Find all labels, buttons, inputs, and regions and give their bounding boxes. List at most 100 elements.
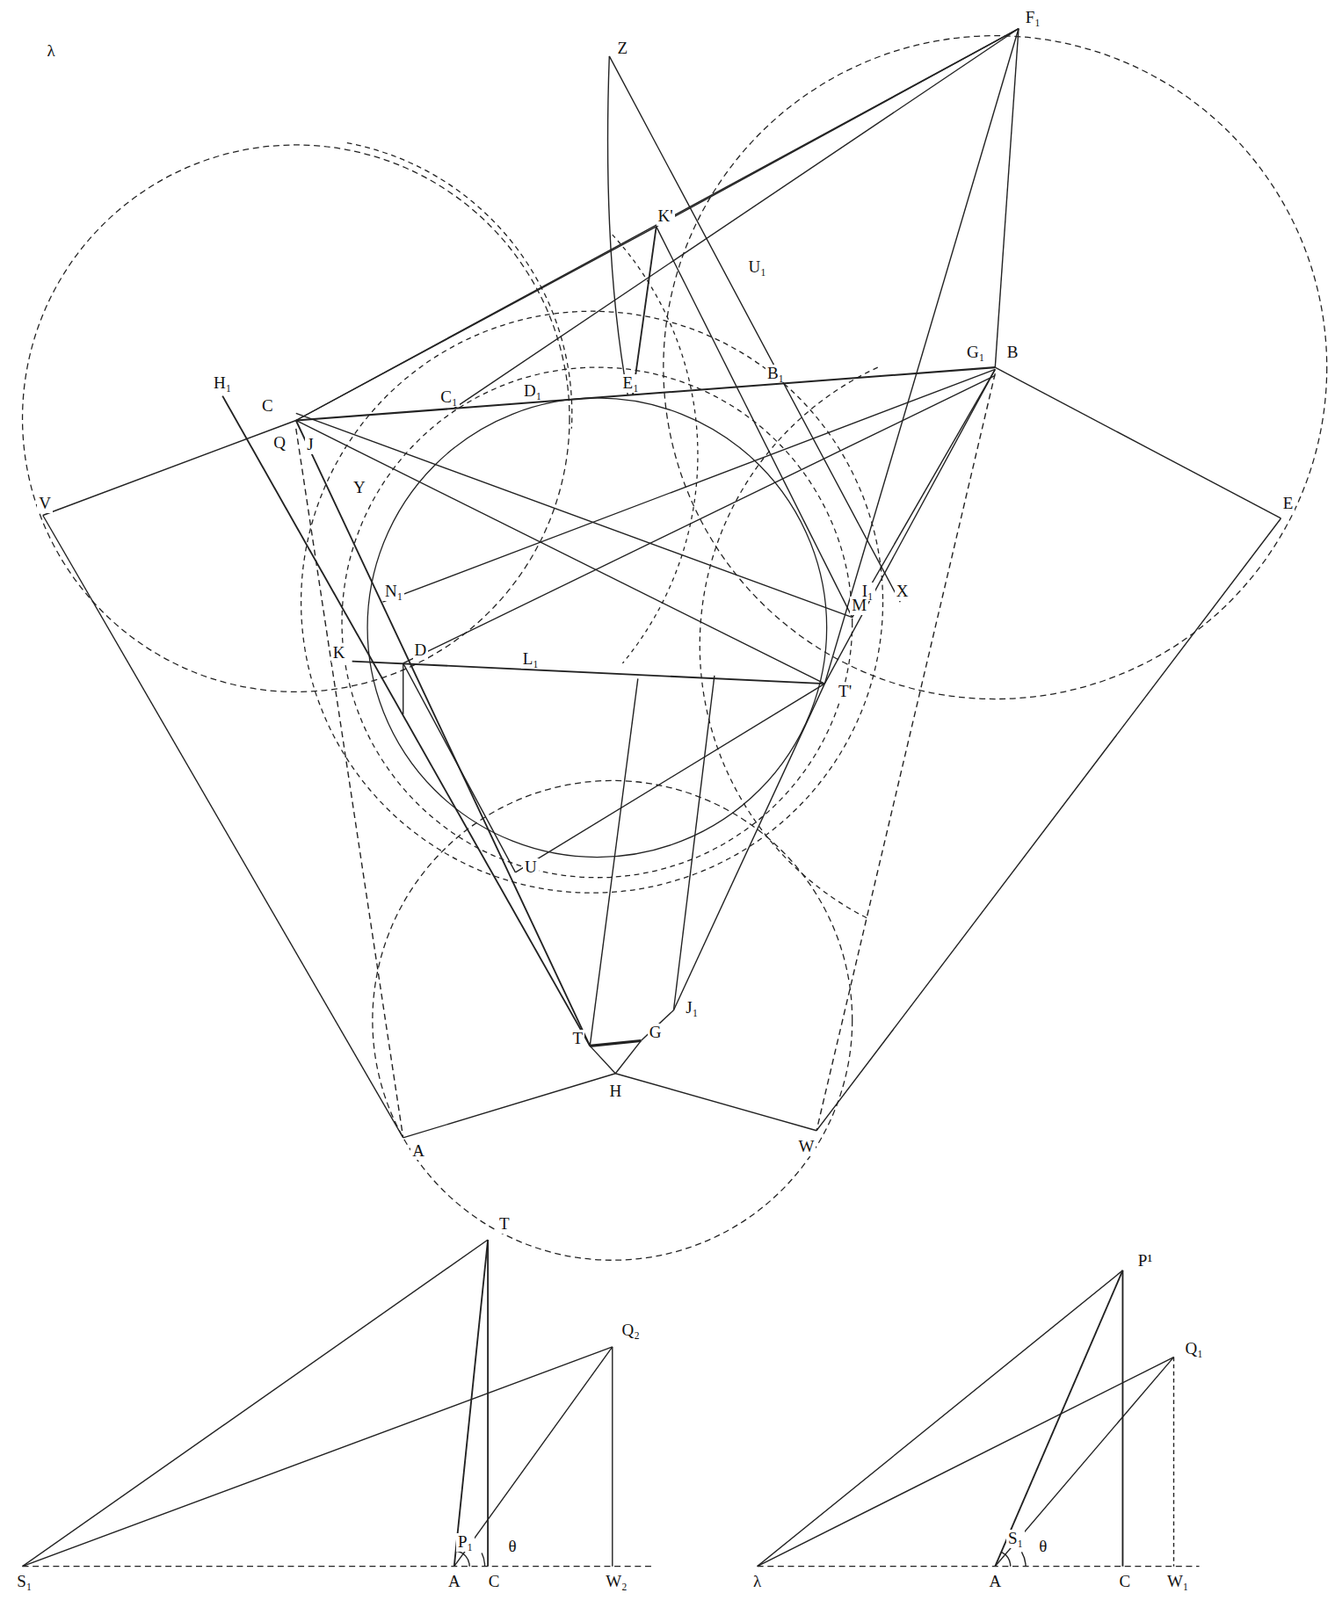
line — [816, 373, 995, 1132]
line — [296, 226, 657, 421]
point-label: Q₂ — [620, 1321, 642, 1341]
point-label: Q₁ — [1183, 1340, 1205, 1359]
point-label: A — [446, 1573, 463, 1592]
line — [611, 1347, 613, 1568]
baseline — [22, 1566, 654, 1568]
line — [454, 1240, 488, 1568]
line — [296, 420, 590, 1046]
point-label: L₁ — [521, 650, 541, 669]
circle — [341, 367, 853, 878]
lines — [43, 29, 1282, 1139]
point-label: J₁ — [683, 999, 700, 1018]
point-label: λ — [44, 42, 57, 61]
point-label: T — [570, 1030, 585, 1049]
line — [296, 413, 853, 617]
angle-arc — [456, 1551, 470, 1567]
line — [382, 369, 995, 603]
point-label: T — [497, 1215, 512, 1234]
point-label: C — [1117, 1573, 1132, 1592]
point-label: S₁ — [14, 1573, 34, 1592]
line — [296, 420, 826, 684]
line — [632, 226, 657, 396]
baseline — [757, 1566, 1200, 1568]
arc — [699, 367, 878, 919]
line — [1173, 1357, 1175, 1568]
point-label: H — [607, 1082, 624, 1102]
line — [22, 1347, 613, 1568]
line — [352, 661, 826, 685]
point-label: W₂ — [603, 1573, 630, 1592]
line — [615, 1041, 641, 1074]
line — [615, 1073, 817, 1132]
point-label: D₁ — [522, 382, 544, 401]
line — [296, 428, 404, 1139]
point-label: X — [894, 582, 911, 602]
line — [296, 29, 1019, 421]
line — [403, 663, 516, 873]
angle-arc — [1001, 1552, 1010, 1567]
circles — [22, 36, 1328, 1262]
point-label: N₁ — [383, 582, 405, 602]
point-label: G₁ — [964, 343, 987, 363]
line — [454, 29, 1019, 409]
line — [402, 663, 404, 715]
point-label: K' — [656, 207, 675, 226]
line — [852, 369, 996, 617]
point-label: F₁ — [1023, 8, 1043, 28]
circle — [372, 780, 853, 1261]
point-label: H₁ — [211, 374, 233, 393]
line — [22, 1240, 489, 1568]
point-label: P¹ — [1136, 1252, 1154, 1271]
point-label: U — [522, 858, 539, 878]
point-label: S₁ — [1006, 1530, 1025, 1549]
line — [589, 1041, 641, 1047]
line — [816, 518, 1281, 1132]
line — [486, 1240, 489, 1568]
circle — [22, 145, 570, 692]
point-label: A — [410, 1142, 427, 1161]
point-label: θ — [1037, 1538, 1049, 1557]
point-label: A — [986, 1573, 1003, 1592]
line — [994, 1357, 1174, 1568]
point-label: T' — [836, 682, 854, 702]
point-label: Y — [351, 478, 368, 498]
point-label: P₁ — [456, 1533, 475, 1553]
line — [454, 1347, 613, 1568]
arc — [347, 143, 573, 429]
line — [656, 226, 853, 618]
line — [403, 1073, 617, 1139]
line — [994, 367, 1281, 519]
line — [757, 1357, 1175, 1568]
line — [403, 375, 996, 663]
line — [757, 1270, 1124, 1568]
point-label: Z — [616, 39, 631, 59]
point-label: E₁ — [621, 374, 641, 393]
point-label: C — [260, 397, 276, 416]
point-label: C₁ — [438, 388, 459, 407]
line — [824, 29, 1019, 685]
point-label: B — [1005, 343, 1021, 363]
line — [656, 29, 1019, 227]
line — [824, 369, 995, 684]
point-label: E — [1281, 494, 1296, 514]
line — [994, 1270, 1123, 1568]
point-label: G — [647, 1023, 664, 1043]
line — [515, 683, 825, 873]
point-label: U₁ — [747, 258, 769, 277]
angle-arc — [1021, 1552, 1026, 1567]
lower-triangles — [22, 1240, 1200, 1568]
point-label: Q — [271, 434, 288, 453]
point-label: λ — [751, 1573, 763, 1592]
line — [608, 56, 629, 396]
point-label: W — [796, 1138, 816, 1157]
angle-arc — [481, 1553, 485, 1568]
line — [994, 29, 1019, 369]
line — [589, 1045, 616, 1074]
point-label: D — [413, 641, 429, 661]
line — [673, 683, 825, 1011]
point-label: W₁ — [1165, 1573, 1191, 1592]
point-label: M — [849, 596, 869, 616]
line — [43, 420, 297, 516]
